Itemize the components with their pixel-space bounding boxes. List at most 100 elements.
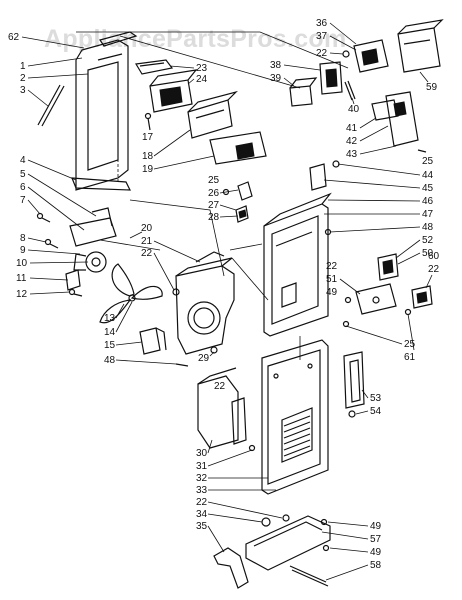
label-15: 15 — [104, 340, 116, 351]
label-31: 31 — [196, 461, 208, 472]
label-61: 61 — [404, 352, 416, 363]
label-12: 12 — [16, 289, 28, 300]
label-37: 37 — [316, 31, 328, 42]
screw-48-left — [175, 363, 189, 367]
label-2: 2 — [20, 73, 26, 84]
label-36: 36 — [316, 18, 328, 29]
screw-31 — [248, 444, 256, 452]
label-8: 8 — [20, 233, 26, 244]
label-54: 54 — [370, 406, 382, 417]
label-17: 17 — [142, 132, 154, 143]
label-57: 57 — [370, 534, 382, 545]
long-screw — [37, 84, 65, 127]
label-22d: 22 — [316, 48, 328, 59]
label-19: 19 — [142, 164, 154, 175]
label-52: 52 — [422, 235, 434, 246]
plate-51 — [355, 283, 397, 315]
right-bracket — [371, 91, 427, 153]
small-pin-40 — [344, 80, 356, 101]
label-53: 53 — [370, 393, 382, 404]
label-51: 51 — [326, 274, 338, 285]
label-33: 33 — [196, 485, 208, 496]
transformer-box — [187, 90, 238, 139]
screw-49-low — [320, 518, 328, 526]
label-27: 27 — [208, 200, 220, 211]
label-1: 1 — [20, 61, 26, 72]
mounting-bracket — [209, 131, 267, 165]
relay-50 — [377, 253, 399, 281]
duct-piece-30 — [197, 367, 239, 449]
washer-22-mid — [172, 288, 180, 296]
label-25c: 25 — [404, 339, 416, 350]
washer-22-low — [282, 514, 290, 522]
label-49b: 49 — [370, 521, 382, 532]
label-22b: 22 — [326, 261, 338, 272]
label-49c: 49 — [370, 547, 382, 558]
label-58: 58 — [370, 560, 382, 571]
label-45: 45 — [422, 183, 434, 194]
fan-blade — [99, 263, 163, 324]
label-26: 26 — [208, 188, 220, 199]
motor-bracket — [69, 207, 117, 247]
relay-block — [353, 39, 389, 73]
label-43: 43 — [346, 149, 358, 160]
large-relay — [397, 19, 444, 73]
label-10: 10 — [16, 258, 28, 269]
switch-39 — [289, 77, 318, 107]
bracket-15 — [139, 327, 167, 355]
screw-17 — [144, 112, 152, 131]
washer-34 — [261, 517, 271, 527]
base-tray — [245, 515, 331, 587]
label-48a: 48 — [104, 355, 116, 366]
label-62: 62 — [8, 32, 20, 43]
bottom-strip — [71, 72, 131, 191]
label-7: 7 — [20, 195, 26, 206]
foot-35 — [213, 547, 249, 589]
screw-49-base — [322, 544, 330, 552]
label-34: 34 — [196, 509, 208, 520]
label-35: 35 — [196, 521, 208, 532]
label-25b: 25 — [422, 156, 434, 167]
label-21: 21 — [141, 236, 153, 247]
label-14: 14 — [104, 327, 116, 338]
label-13: 13 — [104, 313, 116, 324]
vent-grille — [281, 407, 313, 463]
label-44: 44 — [422, 170, 434, 181]
screw-29 — [210, 346, 218, 354]
label-23: 23 — [196, 63, 208, 74]
bracket-31 — [231, 397, 247, 445]
air-duct-assembly — [75, 31, 138, 191]
terminal-60 — [411, 285, 433, 309]
screw-61 — [404, 308, 412, 316]
label-59: 59 — [426, 82, 438, 93]
label-28: 28 — [208, 212, 220, 223]
part-labels: 62 1 2 3 4 5 6 7 8 9 10 11 12 13 14 15 4… — [8, 18, 440, 581]
label-60: 60 — [428, 251, 440, 262]
screw-25-mid — [222, 188, 230, 196]
bracket-11 — [65, 269, 81, 291]
label-38: 38 — [270, 60, 282, 71]
label-46: 46 — [422, 196, 434, 207]
clips-26-28 — [235, 181, 253, 223]
fan-shroud — [175, 251, 235, 355]
clip-54 — [348, 410, 356, 418]
lower-panel — [261, 339, 329, 495]
side-panel-53 — [343, 351, 365, 409]
screw-25-low — [342, 320, 350, 328]
label-6: 6 — [20, 182, 26, 193]
label-5: 5 — [20, 169, 26, 180]
label-9: 9 — [20, 245, 26, 256]
label-18: 18 — [142, 151, 154, 162]
label-22c: 22 — [428, 264, 440, 275]
control-module — [149, 69, 198, 113]
label-22e: 22 — [214, 381, 226, 392]
label-32: 32 — [196, 473, 208, 484]
label-40: 40 — [348, 104, 360, 115]
label-29: 29 — [198, 353, 210, 364]
label-42: 42 — [346, 136, 358, 147]
label-48b: 48 — [422, 222, 434, 233]
filter-plate — [135, 59, 174, 75]
label-4: 4 — [20, 155, 26, 166]
screw-49-mid — [344, 296, 352, 304]
